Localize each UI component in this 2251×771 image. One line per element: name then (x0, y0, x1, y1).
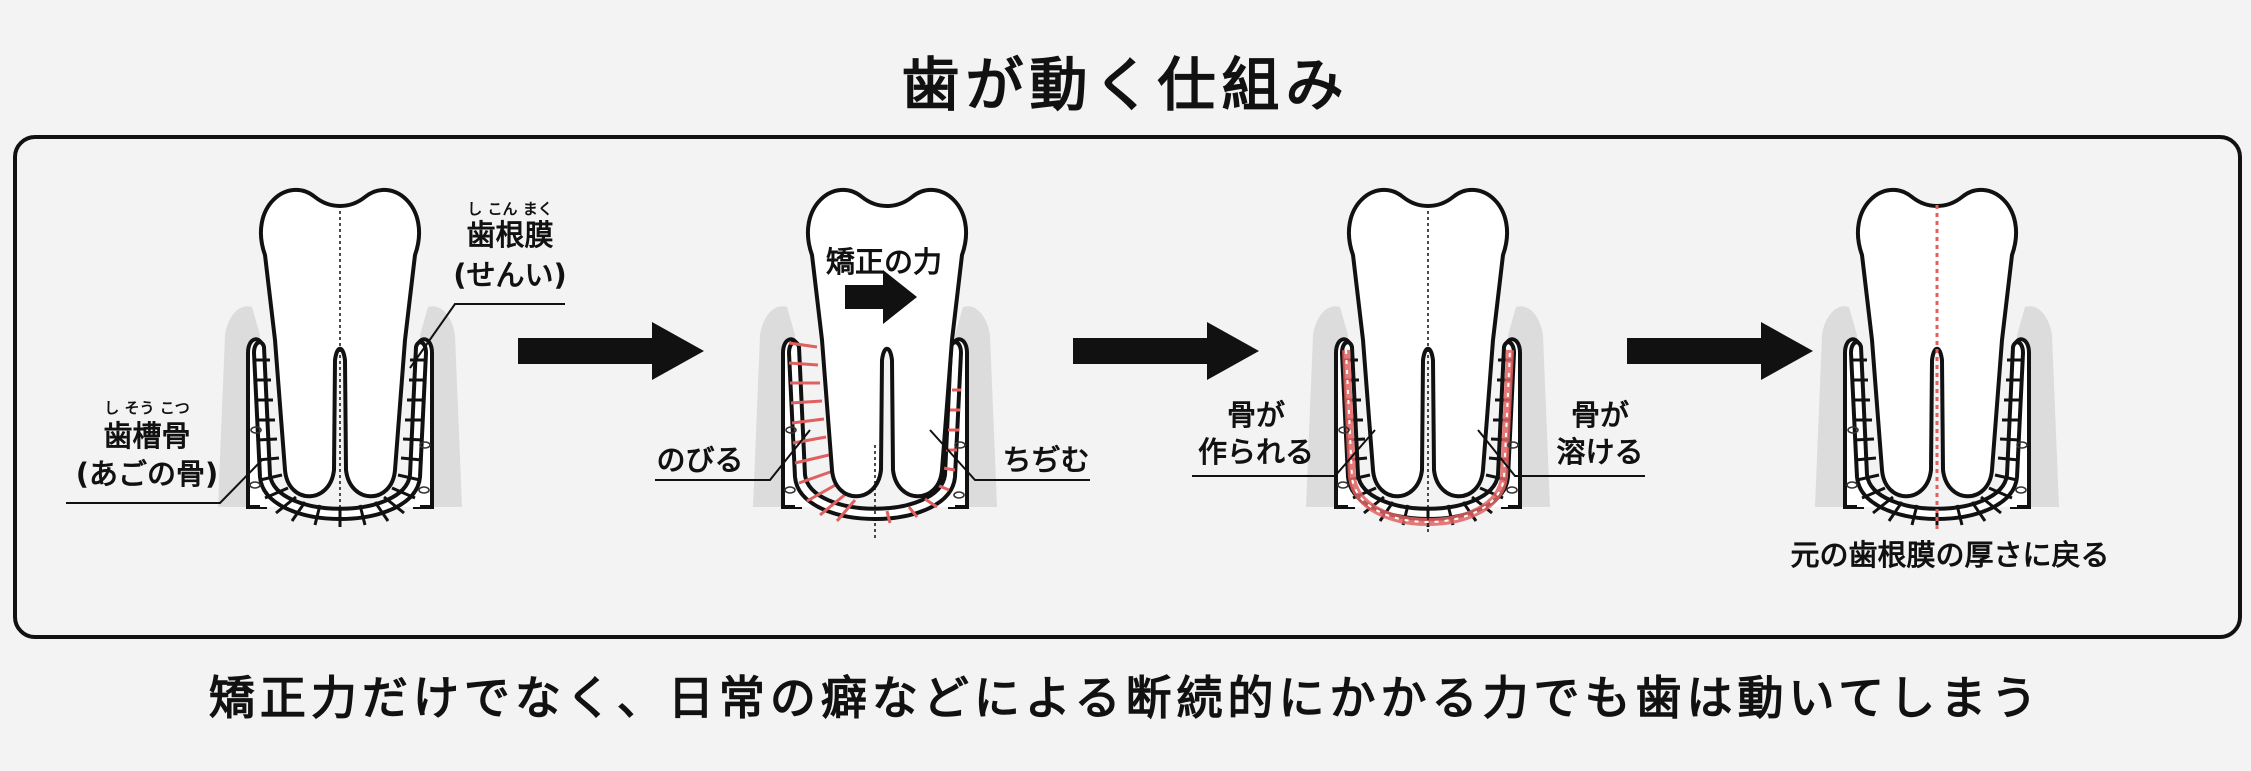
page-title: 歯が動く仕組み (901, 51, 1350, 119)
alveolar-ruby: し そう こつ (104, 399, 189, 417)
periodontal-ruby: し こん まく (467, 200, 552, 218)
bone-made-label-2: 作られる (1198, 435, 1314, 469)
force-label: 矯正の力 (826, 245, 942, 279)
arrow-right-icon (518, 322, 704, 380)
arrow-right-icon (1627, 322, 1813, 380)
periodontal-label: 歯根膜 (466, 218, 553, 252)
stretch-label: のびる (656, 443, 743, 477)
tooth-stage-1 (218, 187, 462, 529)
alveolar-label: 歯槽骨 (103, 419, 190, 453)
tooth-stage-2 (753, 187, 997, 540)
bone-made-label-1: 骨が (1227, 398, 1285, 432)
bone-dissolve-label-1: 骨が (1571, 398, 1629, 432)
shrink-label: ちぢむ (1002, 443, 1089, 477)
arrow-right-icon (1073, 322, 1259, 380)
tooth-stage-3 (1306, 187, 1550, 533)
tooth-stage-4 (1815, 187, 2059, 530)
periodontal-sub-label: (せんい) (453, 258, 567, 292)
bone-dissolve-label-2: 溶ける (1556, 435, 1643, 469)
alveolar-sub-label: (あごの骨) (76, 457, 219, 491)
restore-label: 元の歯根膜の厚さに戻る (1790, 538, 2109, 572)
footer-caption: 矯正力だけでなく、日常の癖などによる断続的にかかる力でも歯は動いてしまう (208, 671, 2043, 725)
force-arrow-icon (845, 270, 917, 324)
